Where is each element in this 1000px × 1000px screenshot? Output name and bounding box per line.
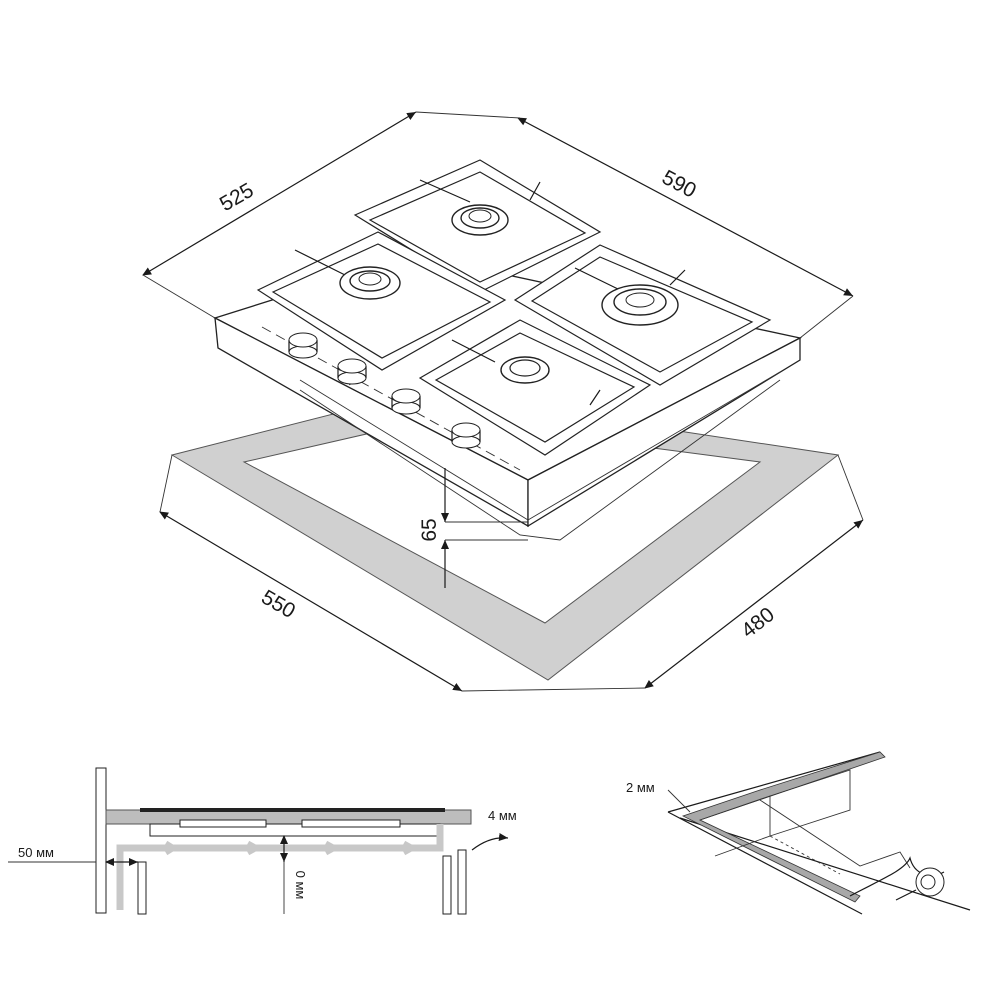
burner-back-left <box>451 204 509 236</box>
label-wall-clearance: 50 мм <box>18 845 54 860</box>
burner-back-right-large <box>601 284 679 326</box>
label-seal-thickness: 2 мм <box>626 780 655 795</box>
knob-1 <box>288 332 318 359</box>
control-knobs <box>288 332 481 449</box>
burner-front-right-small <box>500 356 550 384</box>
knob-3 <box>391 388 421 415</box>
burner-front-left <box>339 266 401 300</box>
section-view <box>8 767 509 915</box>
label-cutout-depth: 480 <box>737 603 779 643</box>
label-hob-width: 590 <box>658 166 700 203</box>
label-vertical-clearance: 0 мм <box>293 871 308 900</box>
knob-4 <box>451 422 481 449</box>
knob-2 <box>337 358 367 385</box>
label-gap-right: 4 мм <box>488 808 517 823</box>
label-built-in-height: 65 <box>418 518 441 541</box>
seal-detail <box>667 751 971 915</box>
dimension-lines <box>142 111 864 692</box>
